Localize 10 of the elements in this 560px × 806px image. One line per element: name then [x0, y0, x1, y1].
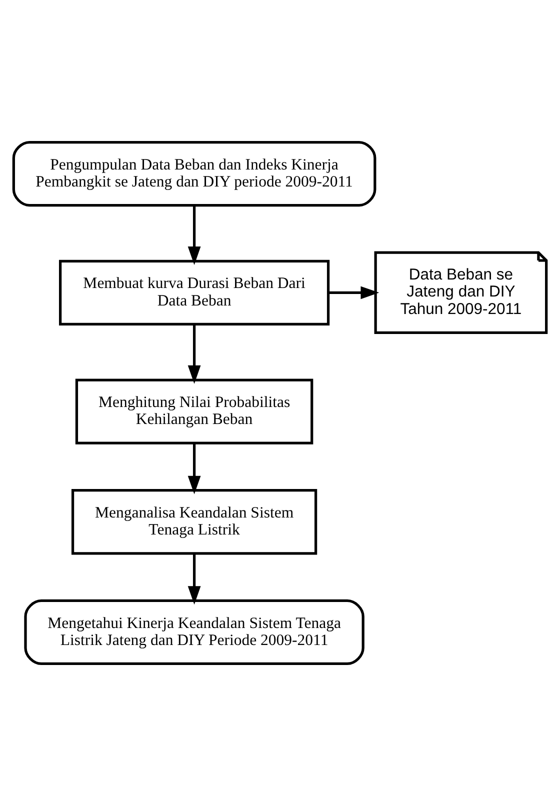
- arrow: [188, 443, 201, 494]
- arrow: [188, 206, 201, 265]
- node-box: Mengetahui Kinerja Keandalan Sistem Tenaga Listrik Jateng dan DIY Periode 2009-2011: [24, 599, 364, 666]
- node-box: Pengumpulan Data Beban dan Indeks Kinerja Pembangkit se Jateng dan DIY periode 2009-2011: [12, 140, 376, 207]
- arrow: [188, 554, 201, 605]
- node-box: Membuat kurva Durasi Beban Dari Data Beban: [59, 260, 330, 326]
- arrow: [188, 324, 201, 384]
- arrow: [328, 286, 380, 300]
- node-box: Menganalisa Keandalan Sistem Tenaga Listrik: [71, 489, 318, 555]
- node-box: Menghitung Nilai Probabilitas Kehilangan Beban: [75, 378, 314, 444]
